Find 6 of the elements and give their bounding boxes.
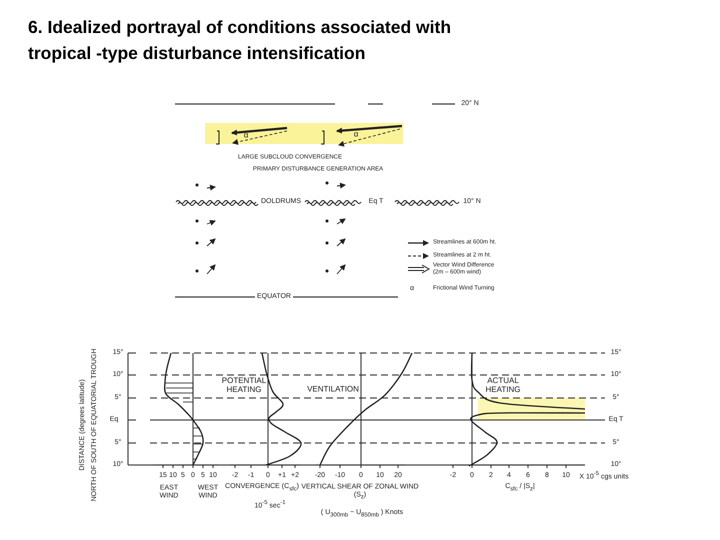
panel-title: VENTILATION xyxy=(307,386,359,394)
angle-label: α xyxy=(244,132,248,140)
title: 6. Idealized portrayal of conditions associated with tropical -type disturbance intensification xyxy=(28,16,452,65)
angle-label: α xyxy=(354,130,358,140)
panel-title: ACTUAL HEATING xyxy=(484,377,522,395)
panel-title: POTENTIAL HEATING xyxy=(220,377,268,395)
